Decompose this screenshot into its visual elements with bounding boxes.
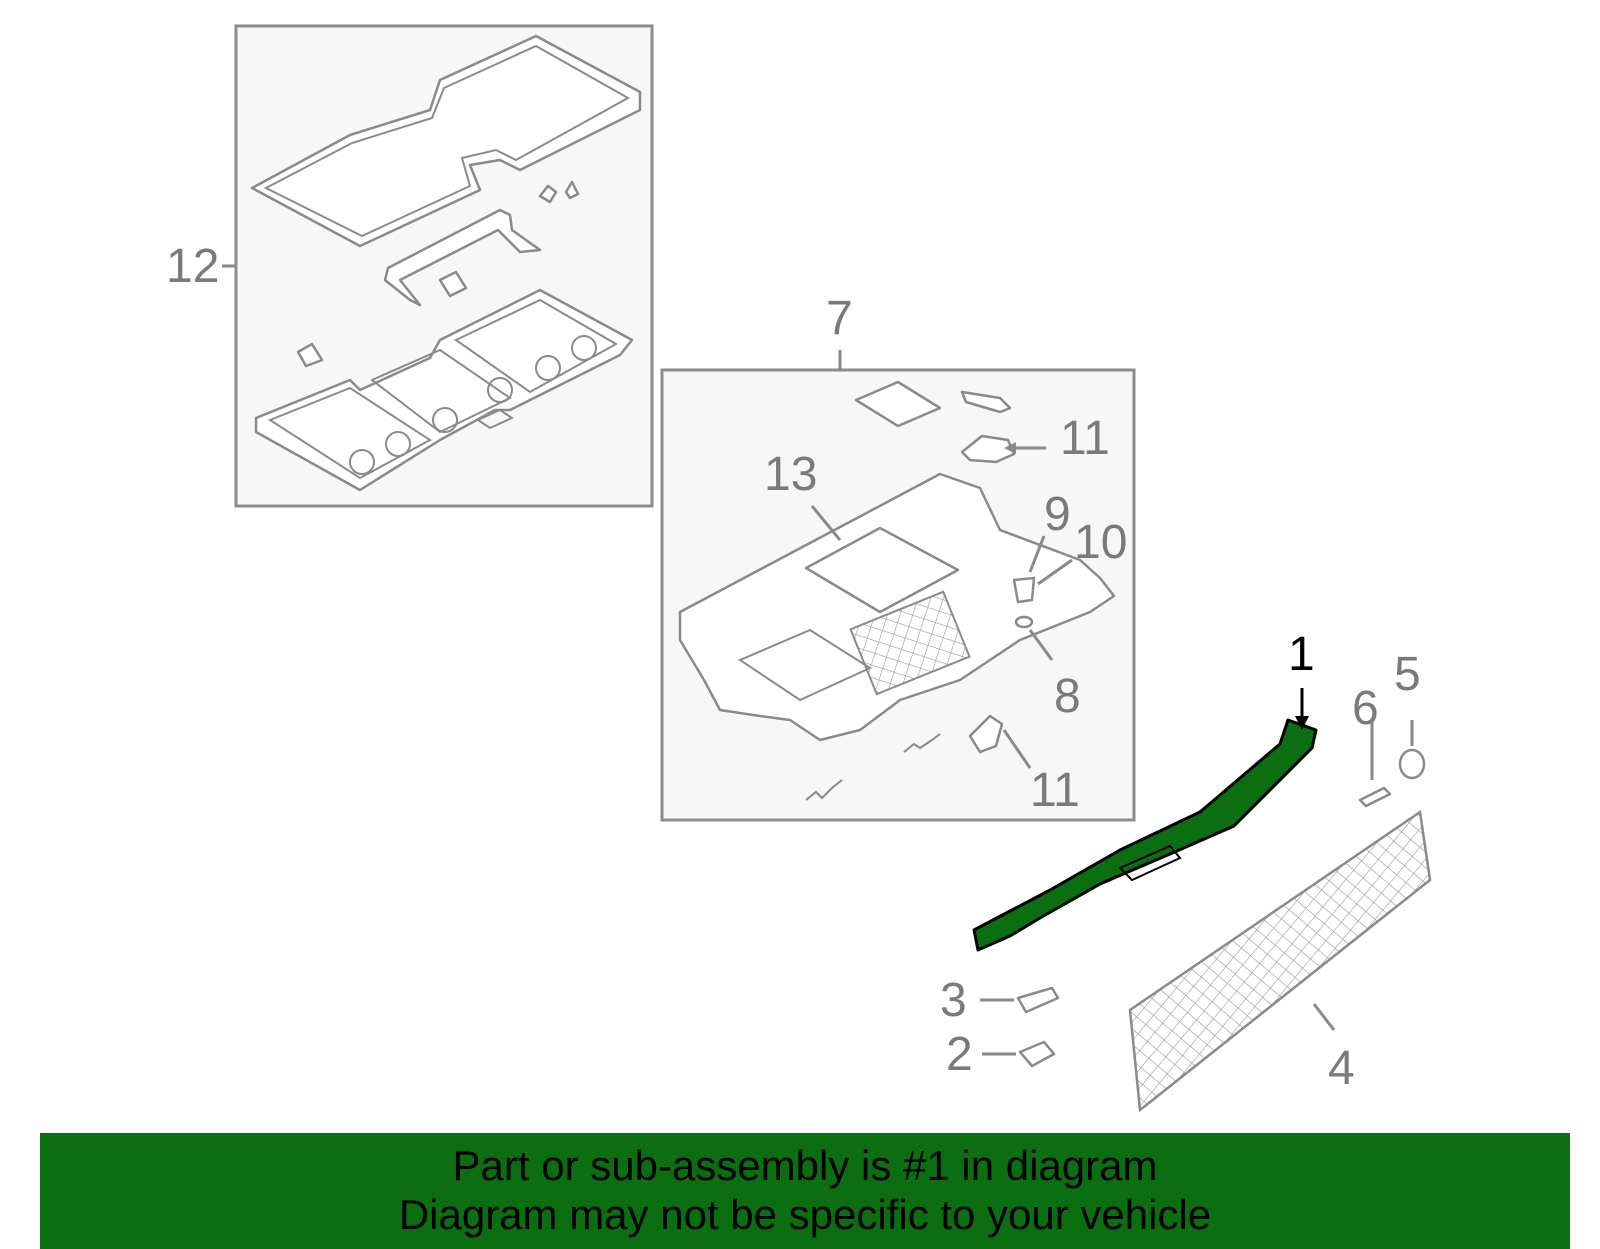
assembly-7-group <box>660 350 1136 822</box>
rear-trim-tray <box>678 472 1116 742</box>
bracket-b <box>296 342 324 368</box>
side-rail <box>383 208 542 307</box>
callout-9: 9 <box>1044 488 1071 541</box>
floor-panel <box>254 288 634 492</box>
callout-7: 7 <box>826 292 853 345</box>
clip-2 <box>1018 1040 1056 1068</box>
ring-8 <box>1014 615 1034 629</box>
leader-10 <box>1037 558 1073 586</box>
callout-5: 5 <box>1394 648 1421 701</box>
bracket-a <box>438 270 468 298</box>
part-4-group <box>1128 809 1432 1113</box>
callout-3: 3 <box>940 974 967 1027</box>
callout-11-upper: 11 <box>1060 412 1110 465</box>
callout-6: 6 <box>1352 682 1379 735</box>
hook-11-lower <box>968 714 1004 754</box>
hook-11-upper <box>960 434 1016 464</box>
pad-13 <box>804 526 960 614</box>
banner-line-2: Diagram may not be specific to your vehi… <box>398 1191 1212 1238</box>
info-banner: Part or sub-assembly is #1 in diagram Di… <box>40 1133 1570 1249</box>
callout-10: 10 <box>1074 516 1127 569</box>
cargo-net-4 <box>1128 809 1432 1113</box>
leader-4 <box>1312 1003 1336 1031</box>
strip-upper <box>960 390 1012 414</box>
leader-8 <box>1028 629 1054 661</box>
wire-clip-b <box>903 733 941 753</box>
tray-net <box>849 590 971 696</box>
nut-5 <box>1398 748 1426 780</box>
clip-b <box>564 180 580 200</box>
leader-9 <box>1028 535 1046 573</box>
leader-13 <box>810 505 842 541</box>
callout-13: 13 <box>764 448 817 501</box>
cup-9 <box>1012 576 1036 604</box>
callout-12: 12 <box>166 240 219 293</box>
bracket-3 <box>1016 986 1060 1014</box>
part-1-group <box>972 688 1318 952</box>
callout-4: 4 <box>1328 1042 1355 1095</box>
callout-8: 8 <box>1054 670 1081 723</box>
callout-2: 2 <box>946 1028 973 1081</box>
assembly-12-group <box>222 24 654 508</box>
wire-clip-a <box>805 779 843 801</box>
leader-11-lower <box>1002 729 1032 769</box>
screw-6 <box>1358 786 1392 808</box>
pad-upper <box>854 380 942 428</box>
cargo-cover-panel <box>250 34 642 248</box>
callout-11-lower: 11 <box>1030 764 1080 817</box>
fasteners-5-6 <box>1358 720 1426 808</box>
banner-line-1: Part or sub-assembly is #1 in diagram <box>452 1142 1158 1189</box>
callout-1: 1 <box>1288 628 1315 681</box>
sill-trim-part-1[interactable] <box>972 718 1318 952</box>
fasteners-2-3 <box>980 986 1060 1068</box>
clip-a <box>538 184 558 204</box>
